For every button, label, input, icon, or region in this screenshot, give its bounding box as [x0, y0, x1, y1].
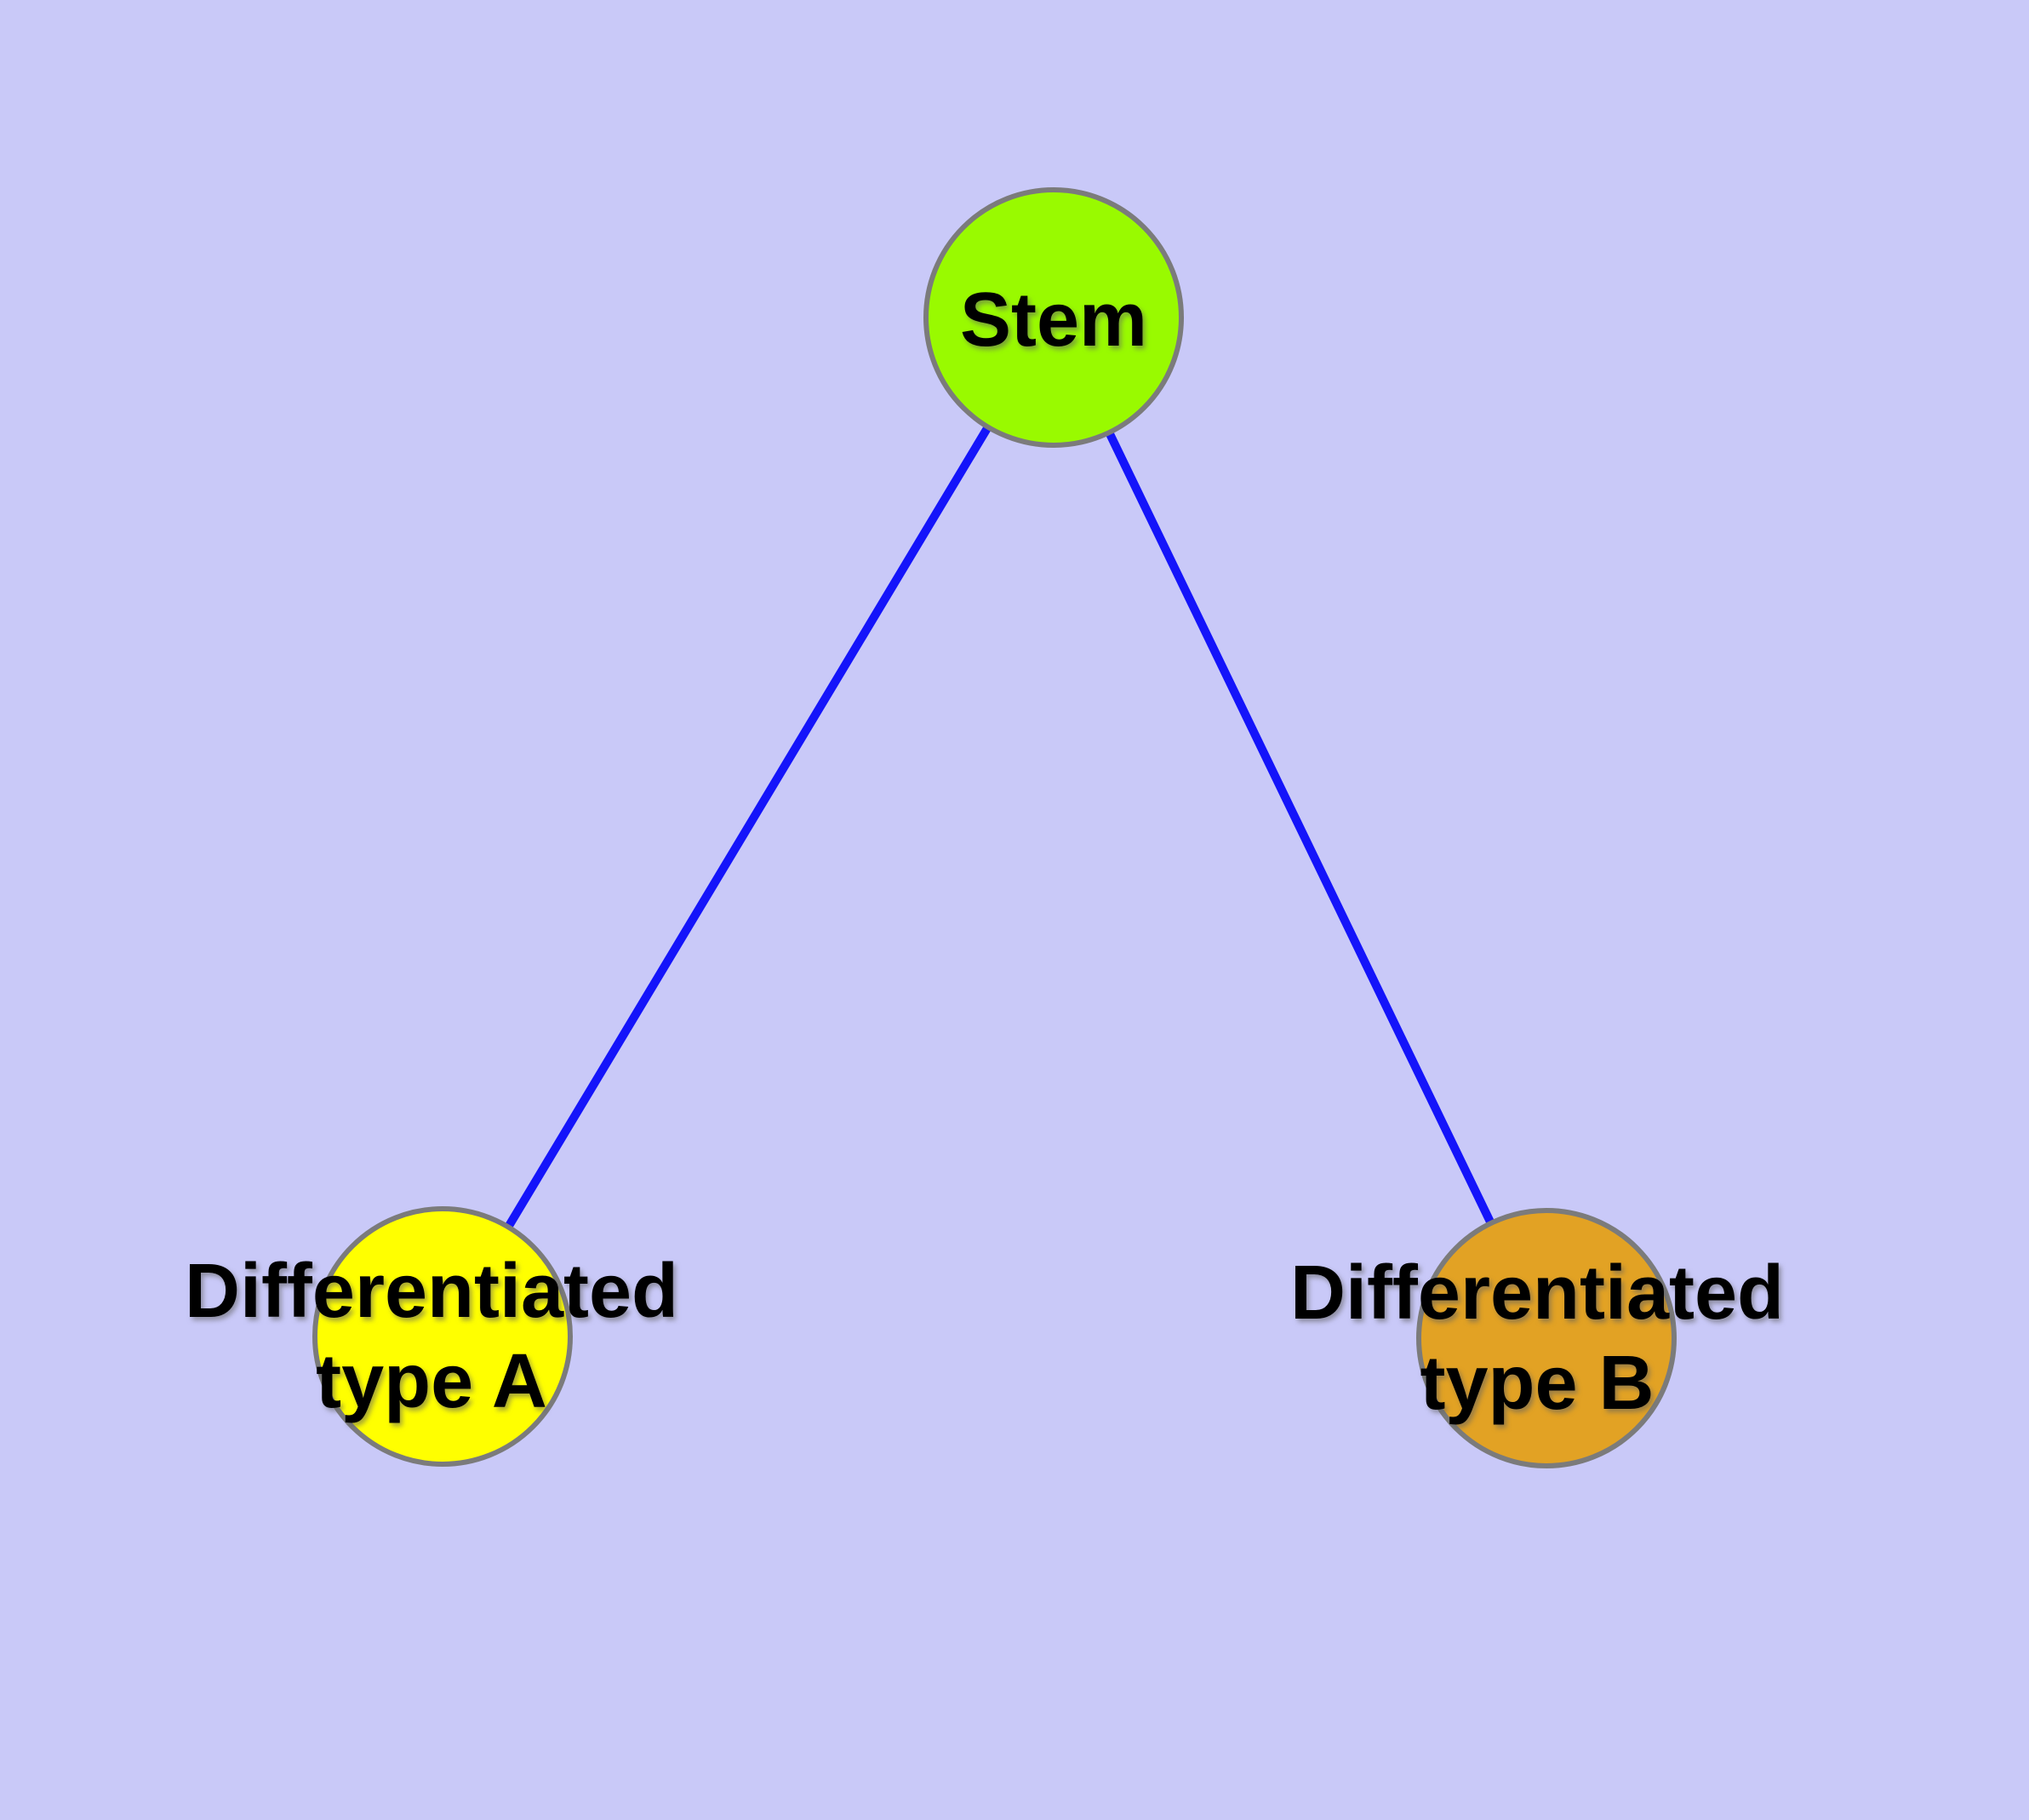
node-type-a-label-line-1: Differentiated: [185, 1249, 678, 1334]
node-differentiated-type-b: [1416, 1208, 1677, 1468]
node-type-b-label-line-1: Differentiated: [1290, 1251, 1784, 1336]
edge-stem-to-type-b: [1049, 315, 1551, 1341]
node-differentiated-type-a: [312, 1206, 573, 1467]
node-type-a-label-line-2: type A: [316, 1339, 547, 1424]
node-stem: [923, 187, 1184, 448]
node-type-b-label-line-2: type B: [1420, 1341, 1654, 1426]
edge-stem-to-type-a: [438, 315, 1058, 1339]
node-stem-label: Stem: [960, 278, 1147, 363]
